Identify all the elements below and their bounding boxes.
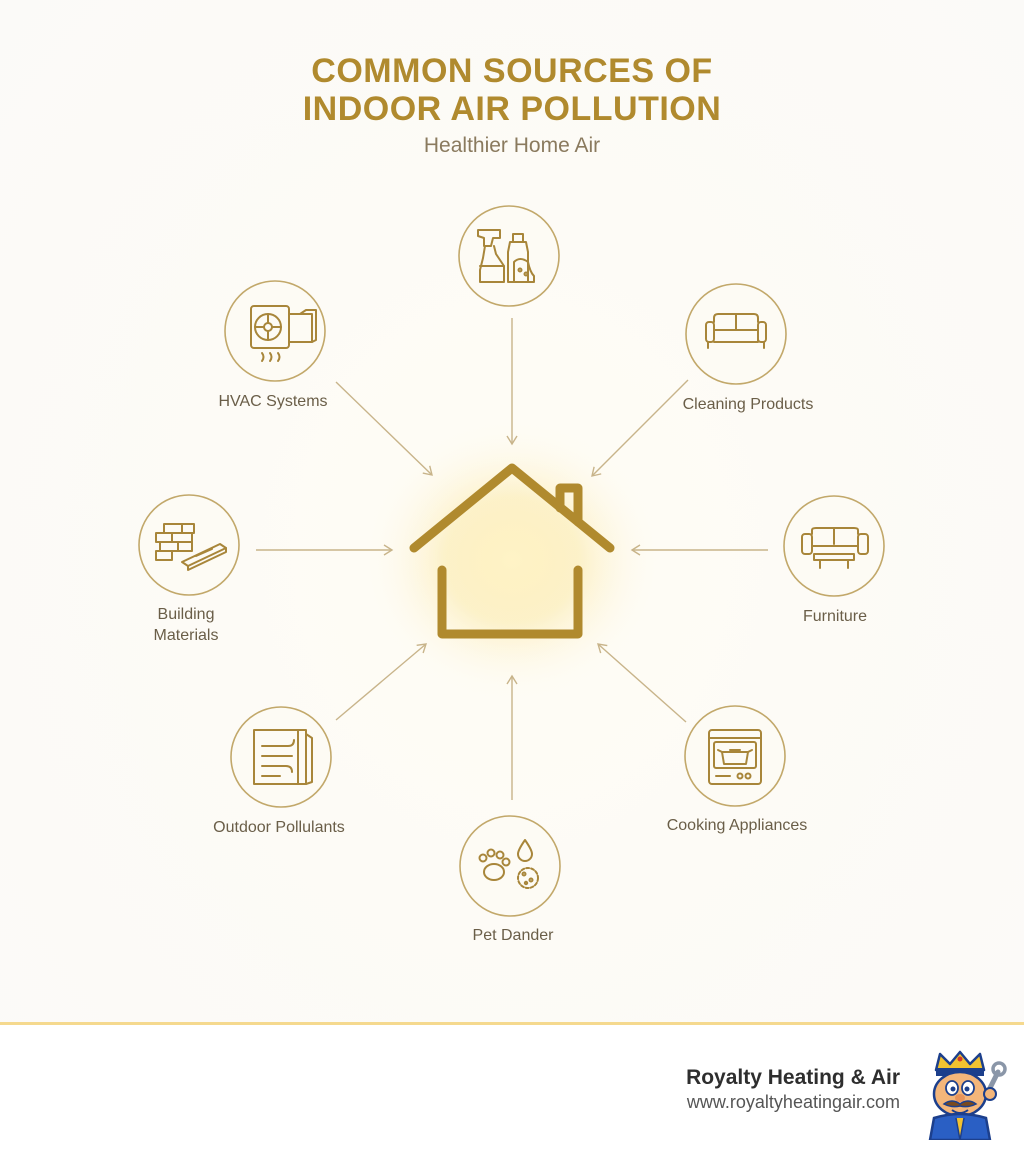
- arrow-bottom-right: [597, 643, 687, 723]
- footer: [0, 1025, 1024, 1154]
- node-circle-cleaning: [685, 283, 787, 385]
- arrow-top-left: [335, 381, 433, 476]
- brand-name: Royalty Heating & Air: [686, 1066, 900, 1089]
- hvac-unit-icon: [250, 305, 317, 362]
- label-building: Building Materials: [153, 606, 219, 644]
- label-pet: Pet Dander: [472, 927, 554, 944]
- subtitle: Healthier Home Air: [423, 134, 601, 157]
- label-hvac: HVAC Systems: [218, 393, 328, 410]
- arrow-top-right: [591, 379, 689, 477]
- brand-url[interactable]: www.royaltyheatingair.com: [686, 1092, 900, 1112]
- node-circle-hvac: [224, 280, 326, 382]
- arrows: [256, 318, 768, 800]
- title-line-1: COMMON SOURCES OF: [311, 52, 713, 90]
- label-outdoor: Outdoor Pollulants: [213, 819, 345, 836]
- node-circle-cooking: [684, 705, 786, 807]
- spray-bottle-icon: [477, 229, 535, 283]
- node-circle-pet: [459, 815, 561, 917]
- window-wind-icon: [253, 729, 313, 785]
- paw-allergen-icon: [478, 839, 539, 889]
- title-line-2: INDOOR AIR POLLUTION: [302, 90, 722, 128]
- sources-diagram: [138, 205, 885, 917]
- arrow-bottom-left: [335, 643, 428, 721]
- label-cleaning: Cleaning Products: [682, 396, 814, 413]
- node-circle-building: [138, 494, 240, 596]
- label-cooking: Cooking Appliances: [666, 817, 808, 834]
- house-glow: [362, 420, 662, 700]
- sofa-icon: [705, 313, 767, 349]
- footer-divider: [0, 1022, 1024, 1025]
- label-furniture: Furniture: [802, 608, 868, 625]
- stove-icon: [708, 729, 762, 785]
- couch-table-icon: [801, 527, 869, 569]
- bricks-icon: [155, 523, 227, 571]
- house-icon: [409, 463, 615, 639]
- king-mascot-icon: [928, 1050, 1007, 1140]
